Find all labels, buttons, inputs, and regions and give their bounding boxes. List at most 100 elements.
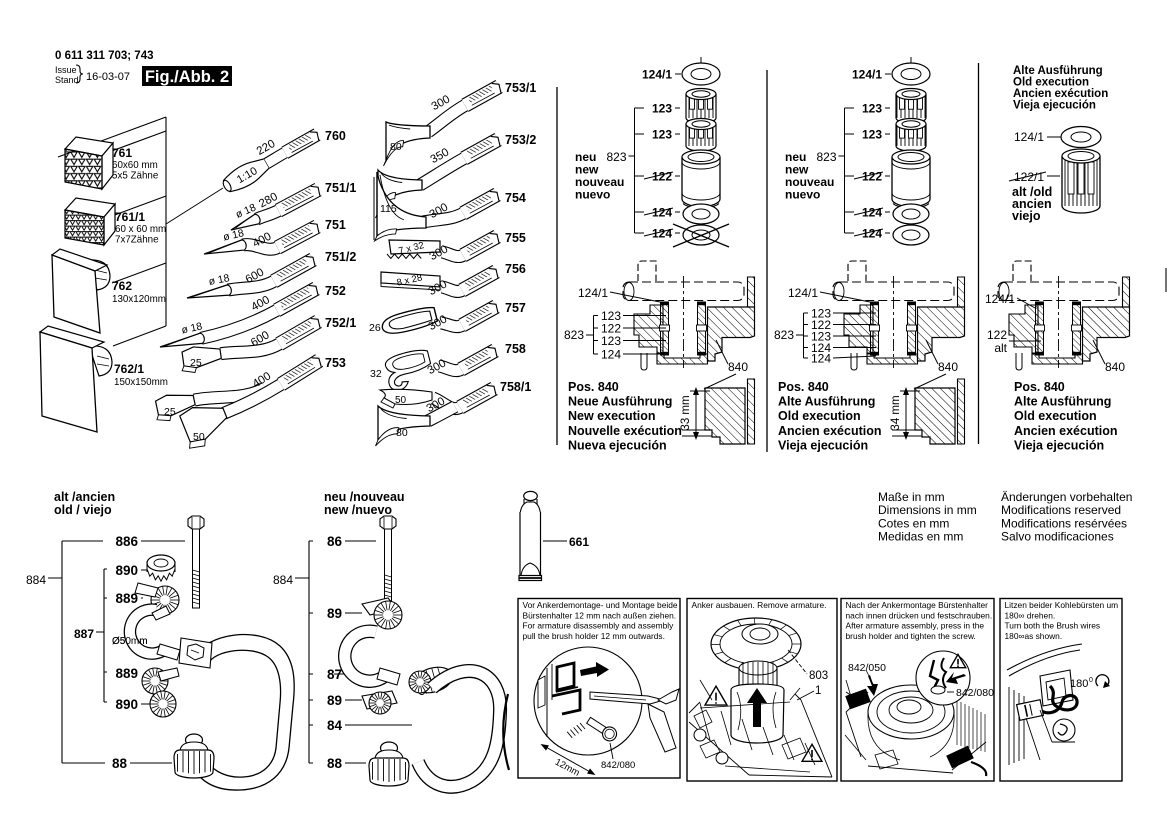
- svg-text:803: 803: [809, 670, 828, 682]
- svg-text:123: 123: [601, 334, 621, 348]
- svg-text:80: 80: [396, 427, 408, 439]
- svg-text:Turn both the Brush wires: Turn both the Brush wires: [1005, 621, 1101, 631]
- svg-text:nuevo: nuevo: [575, 188, 610, 202]
- svg-text:840: 840: [728, 360, 748, 374]
- svg-text:Pos. 840: Pos. 840: [778, 380, 829, 394]
- svg-text:After armature assembly, press: After armature assembly, press in the: [846, 621, 985, 631]
- svg-text:757: 757: [505, 301, 526, 315]
- svg-text:124/1: 124/1: [642, 68, 672, 82]
- svg-text:60x60 mm: 60x60 mm: [112, 160, 158, 171]
- svg-text:762/1: 762/1: [114, 362, 144, 376]
- svg-text:Vieja ejecución: Vieja ejecución: [778, 438, 868, 452]
- svg-text:124/1: 124/1: [578, 286, 608, 300]
- svg-text:33 mm: 33 mm: [680, 395, 692, 430]
- svg-text:758/1: 758/1: [500, 380, 531, 394]
- svg-text:751: 751: [325, 218, 346, 232]
- svg-text:124/1: 124/1: [852, 68, 882, 82]
- svg-text:661: 661: [569, 535, 589, 549]
- svg-text:758: 758: [505, 342, 526, 356]
- svg-text:842/080: 842/080: [601, 760, 635, 771]
- svg-text:122: 122: [987, 328, 1007, 342]
- svg-text:16-03-07: 16-03-07: [86, 71, 130, 83]
- svg-text:1: 1: [815, 685, 821, 697]
- svg-text:Alte Ausführung: Alte Ausführung: [1013, 65, 1103, 77]
- svg-text:nouveau: nouveau: [785, 175, 834, 189]
- svg-text:ø 18: ø 18: [180, 320, 203, 336]
- svg-text:823: 823: [816, 150, 836, 164]
- svg-text:Vieja ejecución: Vieja ejecución: [1013, 100, 1096, 112]
- svg-text:alt: alt: [994, 341, 1007, 355]
- svg-text:Modifications resérvées: Modifications resérvées: [1001, 516, 1127, 530]
- svg-text:115: 115: [380, 203, 397, 215]
- svg-text:Fig./Abb. 2: Fig./Abb. 2: [145, 68, 229, 86]
- svg-text:124: 124: [601, 348, 621, 362]
- svg-text:Pos. 840: Pos. 840: [568, 380, 619, 394]
- svg-text:89: 89: [327, 693, 342, 708]
- svg-text:753: 753: [325, 356, 346, 370]
- svg-text:124/1: 124/1: [1014, 130, 1044, 144]
- svg-text:Ancien exécution: Ancien exécution: [778, 424, 882, 438]
- svg-text:8 x 28: 8 x 28: [396, 272, 424, 288]
- svg-text:88: 88: [327, 756, 343, 771]
- svg-text:180∞as shown.: 180∞as shown.: [1005, 631, 1063, 641]
- svg-text:Nueva ejecución: Nueva ejecución: [568, 438, 667, 452]
- svg-text:Issue: Issue: [55, 65, 77, 75]
- svg-text:Alte Ausführung: Alte Ausführung: [778, 395, 875, 409]
- svg-text:ø 18: ø 18: [208, 272, 231, 288]
- svg-text:Änderungen vorbehalten: Änderungen vorbehalten: [1001, 490, 1132, 504]
- svg-text:Old execution: Old execution: [1014, 409, 1097, 423]
- svg-text:122/1: 122/1: [1014, 170, 1044, 184]
- svg-text:26: 26: [369, 322, 381, 334]
- svg-text:884: 884: [273, 573, 293, 587]
- svg-text:123: 123: [862, 102, 882, 116]
- svg-text:Anker ausbauen. Remove armatur: Anker ausbauen. Remove armature.: [692, 600, 827, 610]
- svg-text:25: 25: [164, 406, 176, 418]
- svg-text:alt /ancien: alt /ancien: [54, 490, 115, 504]
- svg-text:123: 123: [811, 330, 831, 344]
- svg-text:752: 752: [325, 284, 346, 298]
- svg-text:755: 755: [505, 231, 526, 245]
- svg-text:neu: neu: [785, 150, 806, 164]
- svg-text:Maße in mm: Maße in mm: [878, 490, 945, 504]
- svg-text:34 mm: 34 mm: [890, 395, 902, 430]
- svg-text:80: 80: [390, 141, 402, 153]
- svg-text:Old execution: Old execution: [778, 409, 861, 423]
- svg-text:Pos. 840: Pos. 840: [1014, 380, 1065, 394]
- svg-text:new: new: [575, 163, 599, 177]
- svg-text:889: 889: [115, 666, 138, 681]
- svg-text:50: 50: [395, 395, 407, 406]
- svg-text:180∞ drehen.: 180∞ drehen.: [1005, 610, 1056, 620]
- svg-text:123: 123: [862, 128, 882, 142]
- svg-text:122: 122: [601, 322, 621, 336]
- svg-text:5x5 Zähne: 5x5 Zähne: [112, 171, 159, 182]
- svg-text:890: 890: [115, 697, 138, 712]
- svg-text:86: 86: [327, 534, 343, 549]
- svg-text:7x7Zähne: 7x7Zähne: [115, 235, 159, 246]
- svg-text:761/1: 761/1: [115, 210, 145, 224]
- svg-text:88: 88: [112, 756, 128, 771]
- svg-text:124/1: 124/1: [985, 292, 1015, 306]
- svg-text:Neue Ausführung: Neue Ausführung: [568, 395, 672, 409]
- svg-text:brush holder and tighten the s: brush holder and tighten the screw.: [846, 631, 976, 641]
- svg-text:130x120mm: 130x120mm: [112, 294, 166, 305]
- svg-text:nuevo: nuevo: [785, 188, 820, 202]
- svg-text:Salvo modificaciones: Salvo modificaciones: [1001, 530, 1114, 544]
- svg-text:For armature disassembly and a: For armature disassembly and assembly: [523, 621, 675, 631]
- svg-text:887: 887: [74, 627, 94, 641]
- svg-text:751/2: 751/2: [325, 250, 356, 264]
- svg-text:ancien: ancien: [1012, 197, 1052, 211]
- svg-text:nouveau: nouveau: [575, 175, 624, 189]
- svg-text:756: 756: [505, 262, 526, 276]
- svg-text:neu: neu: [575, 150, 596, 164]
- svg-text:New execution: New execution: [568, 409, 656, 423]
- svg-text:762: 762: [112, 279, 132, 293]
- svg-text:pull the brush holder 12 mm ou: pull the brush holder 12 mm outwards.: [523, 631, 665, 641]
- svg-text:Alte Ausführung: Alte Ausführung: [1014, 395, 1111, 409]
- svg-text:760: 760: [325, 129, 346, 143]
- svg-text:Nach der Ankermontage Bürstenh: Nach der Ankermontage Bürstenhalter: [846, 600, 989, 610]
- svg-text:840: 840: [938, 360, 958, 374]
- svg-text:Old execution: Old execution: [1013, 77, 1089, 89]
- svg-text:neu /nouveau: neu /nouveau: [324, 490, 405, 504]
- svg-text:123: 123: [652, 102, 672, 116]
- svg-text:old / viejo: old / viejo: [54, 503, 112, 517]
